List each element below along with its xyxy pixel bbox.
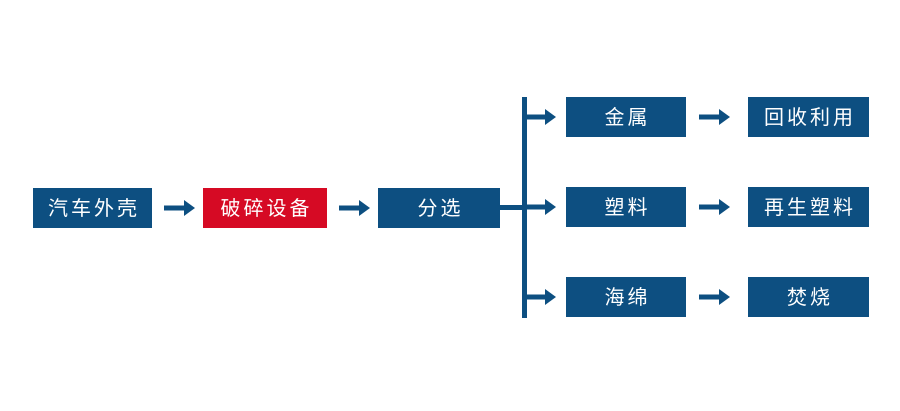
vertical-splitter-line (522, 97, 527, 318)
arrow-right-icon (699, 107, 731, 127)
node-crushing-equipment[interactable]: 破碎设备 (203, 188, 327, 228)
branch-arrow-right-icon (525, 197, 557, 217)
node-metal[interactable]: 金属 (566, 97, 686, 137)
node-incineration[interactable]: 焚烧 (748, 277, 869, 317)
branch-arrow-right-icon (525, 107, 557, 127)
arrow-right-icon (164, 198, 196, 218)
arrow-right-icon (699, 197, 731, 217)
node-recycle-reuse[interactable]: 回收利用 (748, 97, 869, 137)
arrow-right-icon (339, 198, 371, 218)
branch-arrow-right-icon (525, 287, 557, 307)
node-sponge[interactable]: 海绵 (566, 277, 686, 317)
node-sorting[interactable]: 分选 (378, 188, 500, 228)
node-regenerated-plastic[interactable]: 再生塑料 (748, 187, 869, 227)
connector-sorting-to-bus (500, 205, 522, 210)
node-plastic[interactable]: 塑料 (566, 187, 686, 227)
arrow-right-icon (699, 287, 731, 307)
node-car-shell[interactable]: 汽车外壳 (33, 188, 152, 228)
